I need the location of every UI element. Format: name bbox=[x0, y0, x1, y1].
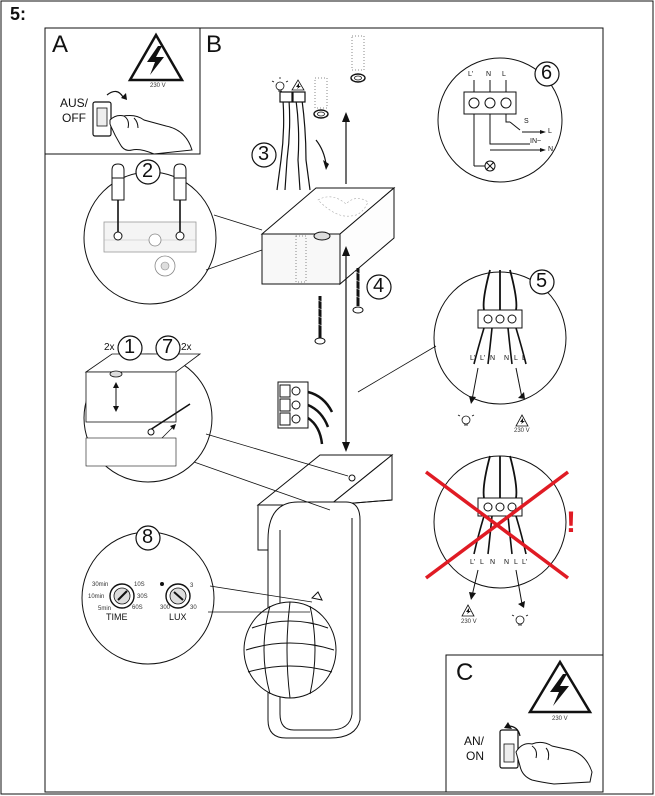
red-cross-icon bbox=[424, 470, 570, 580]
step-number-5: 5 bbox=[536, 270, 548, 292]
quantity-label-left: 2x bbox=[104, 342, 115, 353]
warning-triangle-icon bbox=[127, 32, 185, 82]
step-circle-8 bbox=[135, 525, 161, 551]
terminal-label-n: N bbox=[486, 71, 492, 78]
input-label: IN~ bbox=[530, 138, 542, 145]
cw-label-3: N bbox=[490, 559, 496, 566]
step-number-1: 1 bbox=[124, 336, 136, 358]
step-circle-4 bbox=[366, 274, 392, 300]
time-mark-10min: 10min bbox=[88, 594, 105, 600]
time-mark-60s: 60S bbox=[132, 605, 143, 611]
panel-c-switch-label-2: ON bbox=[466, 749, 484, 763]
panel-c-voltage: 230 V bbox=[552, 716, 568, 722]
lux-dial-icon bbox=[165, 583, 191, 609]
time-mark-5min: 5min bbox=[98, 606, 112, 612]
cable-gland-top bbox=[313, 35, 366, 119]
screw-icon bbox=[314, 296, 326, 345]
step-circle-3 bbox=[251, 142, 277, 168]
terminal-label-l: L bbox=[502, 71, 506, 78]
lamp-icon bbox=[271, 77, 289, 92]
step-number-6: 6 bbox=[541, 62, 553, 84]
c5-label-3: N bbox=[490, 355, 496, 362]
step-circle-5 bbox=[529, 269, 555, 295]
cw-label-2: L bbox=[480, 559, 484, 566]
c5-voltage: 230 V bbox=[514, 428, 530, 434]
panel-b-border bbox=[44, 27, 604, 793]
c5-label-4: N bbox=[504, 355, 510, 362]
lux-label: LUX bbox=[169, 612, 187, 622]
step-circle-2 bbox=[135, 159, 161, 185]
mains-cable bbox=[276, 91, 329, 191]
panel-a-switch-label-2: OFF bbox=[62, 111, 86, 125]
step-number-2: 2 bbox=[142, 160, 154, 182]
mounting-box bbox=[260, 186, 396, 286]
hand-icon bbox=[109, 115, 193, 155]
step-number-7: 7 bbox=[162, 336, 174, 358]
screwdriver-icon bbox=[111, 163, 125, 241]
c5-label-5: L bbox=[514, 355, 518, 362]
arrow-up-icon bbox=[342, 112, 350, 184]
hand-icon bbox=[515, 741, 593, 785]
step-number-4: 4 bbox=[373, 275, 385, 297]
detail-circle-8 bbox=[81, 531, 313, 665]
lux-mark-300: 300 bbox=[160, 605, 171, 611]
c5-label-2: L' bbox=[480, 355, 486, 362]
cw-label-6: L' bbox=[522, 559, 528, 566]
panel-b-letter: B bbox=[206, 31, 223, 58]
step-number-8: 8 bbox=[142, 526, 154, 548]
wall-switch-icon bbox=[92, 90, 127, 137]
terminal-label-l-prime: L' bbox=[468, 71, 474, 78]
step-circle-6 bbox=[534, 61, 560, 87]
panel-c-switch-label-1: AN/ bbox=[464, 734, 485, 748]
time-mark-30min: 30min bbox=[92, 582, 109, 588]
detail-circle-wrong bbox=[424, 455, 570, 626]
time-mark-30s: 30S bbox=[137, 594, 148, 600]
lamp-symbol-icon bbox=[484, 160, 496, 172]
cw-voltage: 230 V bbox=[461, 619, 477, 625]
warning-exclamation: ! bbox=[566, 506, 576, 539]
detail-circle-5 bbox=[357, 269, 567, 427]
line-l-label: L bbox=[548, 128, 552, 135]
detail-circle-6 bbox=[437, 57, 563, 183]
panel-a-letter: A bbox=[52, 31, 69, 58]
detail-circle-2 bbox=[83, 163, 263, 305]
panel-a-switch-label-1: AUS/ bbox=[60, 96, 89, 110]
screw-icon bbox=[352, 268, 364, 314]
warning-triangle-icon bbox=[527, 659, 593, 714]
c5-label-1: L' bbox=[470, 355, 476, 362]
cw-label-5: L bbox=[514, 559, 518, 566]
voltage-icon bbox=[291, 79, 305, 91]
terminal-block bbox=[277, 381, 334, 445]
time-label: TIME bbox=[106, 612, 128, 622]
cw-label-1: L' bbox=[470, 559, 476, 566]
voltage-icon bbox=[461, 604, 475, 617]
time-dial-icon bbox=[109, 583, 135, 609]
lamp-icon bbox=[457, 414, 475, 426]
time-mark-10s: 10S bbox=[134, 582, 145, 588]
motion-sensor-dome bbox=[243, 601, 337, 699]
neutral-label: N bbox=[548, 146, 554, 153]
step-circle-1 bbox=[117, 335, 143, 361]
sun-icon bbox=[160, 582, 164, 586]
double-arrow-icon bbox=[342, 246, 350, 452]
screwdriver-icon bbox=[173, 163, 187, 241]
lux-mark-3: 3 bbox=[190, 583, 194, 589]
cw-label-4: N bbox=[504, 559, 510, 566]
voltage-icon bbox=[515, 414, 529, 427]
c5-label-6: L bbox=[522, 355, 526, 362]
detail-circle-1-7 bbox=[83, 353, 349, 511]
lux-mark-30: 30 bbox=[190, 605, 197, 611]
step-number-3: 3 bbox=[258, 143, 270, 165]
step-circle-7 bbox=[155, 335, 181, 361]
switch-s-label: S bbox=[524, 118, 529, 125]
panel-a-voltage: 230 V bbox=[150, 83, 166, 89]
panel-c-letter: C bbox=[456, 659, 474, 686]
step-heading: 5: bbox=[10, 4, 27, 24]
lamp-icon bbox=[511, 614, 529, 626]
quantity-label-right: 2x bbox=[181, 342, 192, 353]
